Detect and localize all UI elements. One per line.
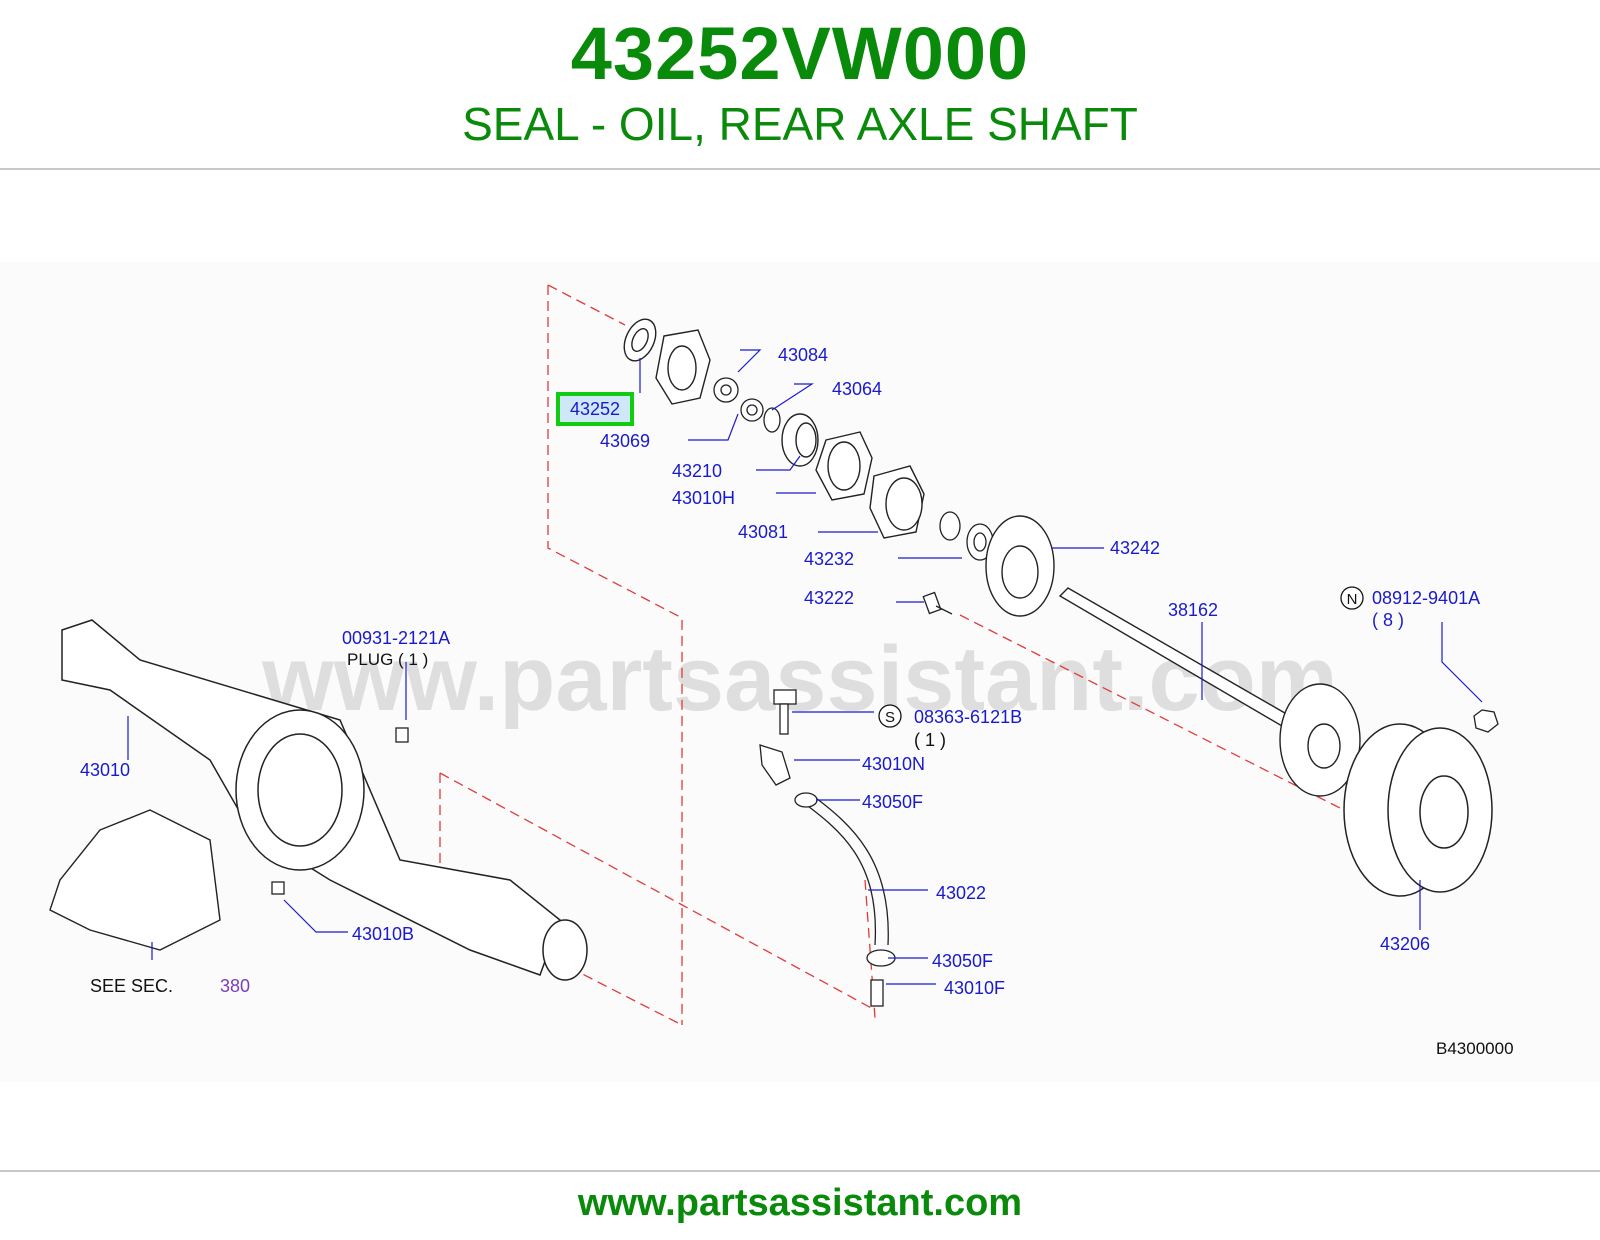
brake-drum-part	[1343, 723, 1493, 897]
oil-seal-part	[623, 318, 657, 362]
bearing-cage-part	[815, 431, 873, 501]
highlighted-callout-box[interactable]	[556, 392, 634, 426]
svg-text:S: S	[885, 709, 895, 726]
lock-washer-part	[713, 377, 739, 403]
callout-leader-lines	[127, 349, 1483, 985]
hub-bolt-part	[922, 591, 953, 615]
part-number-title: 43252VW000	[570, 12, 1030, 95]
callout-43206[interactable]: 43206	[1380, 934, 1430, 954]
callout-43081[interactable]: 43081	[738, 522, 788, 542]
bearing-housing-part	[869, 465, 925, 539]
plug-part	[395, 727, 409, 743]
callout-08363-quantity: ( 1 )	[914, 730, 946, 750]
parts-diagram	[0, 262, 1600, 1082]
see-section-link[interactable]: 380	[220, 976, 250, 996]
callout-43222[interactable]: 43222	[804, 588, 854, 608]
breather-fitting-part	[870, 979, 884, 1007]
figure-code: B4300000	[1436, 1039, 1514, 1058]
breather-connector-part	[759, 689, 797, 786]
part-description: SEAL - OIL, REAR AXLE SHAFT	[462, 98, 1138, 150]
callout-38162[interactable]: 38162	[1168, 600, 1218, 620]
lock-nut-part	[740, 398, 764, 422]
backing-plate-part	[985, 515, 1055, 617]
gasket-plate-part	[655, 329, 711, 405]
footer-website-link[interactable]: www.partsassistant.com	[577, 1182, 1023, 1224]
callout-43210[interactable]: 43210	[672, 461, 722, 481]
callout-43050f-lower[interactable]: 43050F	[932, 951, 993, 971]
prefix-s-badge: S	[878, 704, 902, 728]
callout-43022[interactable]: 43022	[936, 883, 986, 903]
highlighted-callout-label[interactable]: 43252	[570, 399, 620, 419]
callout-00931-2121a[interactable]: 00931-2121A	[342, 628, 450, 648]
callout-43064[interactable]: 43064	[832, 379, 882, 399]
callout-08363-6121b[interactable]: 08363-6121B	[914, 707, 1022, 727]
inner-seal-part	[939, 511, 961, 541]
callout-43010b[interactable]: 43010B	[352, 924, 414, 944]
axle-housing-part	[61, 619, 588, 981]
differential-carrier-part	[49, 809, 221, 951]
spacer-ring-part	[763, 407, 781, 433]
callout-43010n[interactable]: 43010N	[862, 754, 925, 774]
top-divider	[0, 168, 1600, 170]
callout-43069[interactable]: 43069	[600, 431, 650, 451]
bearing-part	[781, 413, 819, 467]
bottom-divider	[0, 1170, 1600, 1172]
callout-08912-9401a[interactable]: 08912-9401A	[1372, 588, 1480, 608]
prefix-n-badge: N	[1340, 586, 1364, 610]
callout-08912-quantity: ( 8 )	[1372, 610, 1404, 630]
wheel-nut-part	[1473, 709, 1499, 733]
hose-clamp-part	[794, 792, 896, 967]
inner-bearing-part	[966, 523, 994, 561]
axle-shaft-part	[1058, 587, 1361, 797]
callout-43010[interactable]: 43010	[80, 760, 130, 780]
callout-43084[interactable]: 43084	[778, 345, 828, 365]
breather-hose-part	[799, 794, 889, 946]
drain-plug-part	[271, 881, 285, 895]
callout-plug-quantity: PLUG ( 1 )	[347, 650, 428, 669]
callout-43232[interactable]: 43232	[804, 549, 854, 569]
callout-43242[interactable]: 43242	[1110, 538, 1160, 558]
see-section-label: SEE SEC.	[90, 976, 173, 996]
callout-43010f[interactable]: 43010F	[944, 978, 1005, 998]
callout-43050f-upper[interactable]: 43050F	[862, 792, 923, 812]
svg-text:N: N	[1347, 591, 1358, 608]
callout-43010h[interactable]: 43010H	[672, 488, 735, 508]
